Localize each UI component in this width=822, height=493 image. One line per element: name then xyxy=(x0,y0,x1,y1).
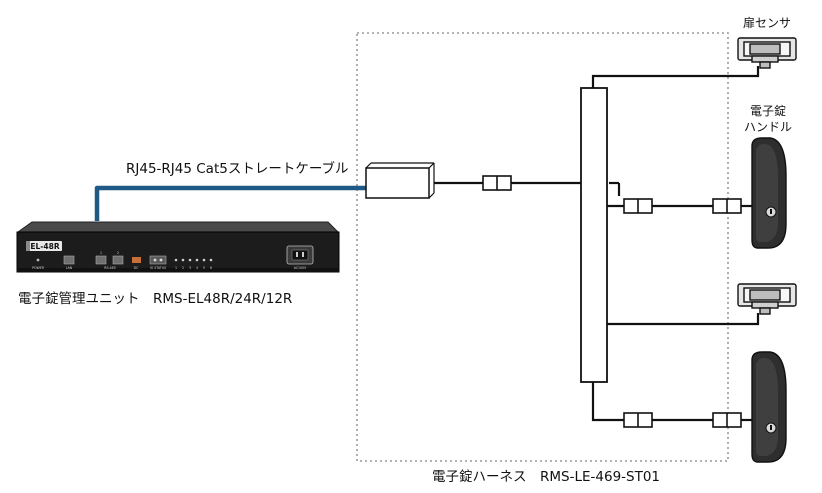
svg-text:2: 2 xyxy=(117,251,119,255)
port-label-io-status: IO STATUS xyxy=(150,266,166,270)
led-number: 4 xyxy=(196,266,198,270)
cable-label: RJ45-RJ45 Cat5ストレートケーブル xyxy=(126,160,349,177)
door-sensor-label: 扉センサ xyxy=(743,16,791,30)
door-sensor-icon xyxy=(737,37,797,69)
port-label-power: POWER xyxy=(32,266,45,270)
harness-boundary xyxy=(356,32,729,462)
model-badge-label: EL-48R xyxy=(30,242,59,251)
status-leds xyxy=(174,258,213,262)
ac-inlet-icon xyxy=(286,245,314,265)
handle-label-line2: ハンドル xyxy=(744,120,792,134)
door-sensor-icon xyxy=(737,283,797,315)
port-label-rs485: RS-485 xyxy=(104,266,115,270)
cat5-cable xyxy=(94,185,366,221)
harness-bus-bar xyxy=(580,87,608,383)
inline-connector xyxy=(623,412,653,428)
led-number: 3 xyxy=(189,266,191,270)
lock-handle-icon xyxy=(751,137,787,249)
inline-connector xyxy=(482,175,512,191)
harness-wiring xyxy=(434,66,760,422)
port-label-dc: DC xyxy=(134,266,139,270)
svg-text:1: 1 xyxy=(100,251,102,255)
led-number: 1 xyxy=(175,266,177,270)
port-label-lan: LAN xyxy=(66,266,73,270)
unit-label: 電子錠管理ユニット RMS-EL48R/24R/12R xyxy=(18,291,292,307)
lock-handle-icon xyxy=(751,351,787,463)
harness-connector-box xyxy=(365,162,435,199)
inline-connector xyxy=(712,198,742,214)
management-unit-device: EL-48R POWER LAN 1 2 RS-485 DC IO STATUS… xyxy=(16,221,340,273)
inline-connector xyxy=(623,198,653,214)
port-label-ac: AC100V xyxy=(294,266,307,270)
inline-connector xyxy=(712,412,742,428)
led-number: 5 xyxy=(203,266,205,270)
harness-label: 電子錠ハーネス RMS-LE-469-ST01 xyxy=(432,469,660,485)
led-number: 6 xyxy=(210,266,212,270)
led-number: 2 xyxy=(182,266,184,270)
model-badge: EL-48R xyxy=(26,241,62,251)
handle-label-line1: 電子錠 xyxy=(750,103,786,118)
